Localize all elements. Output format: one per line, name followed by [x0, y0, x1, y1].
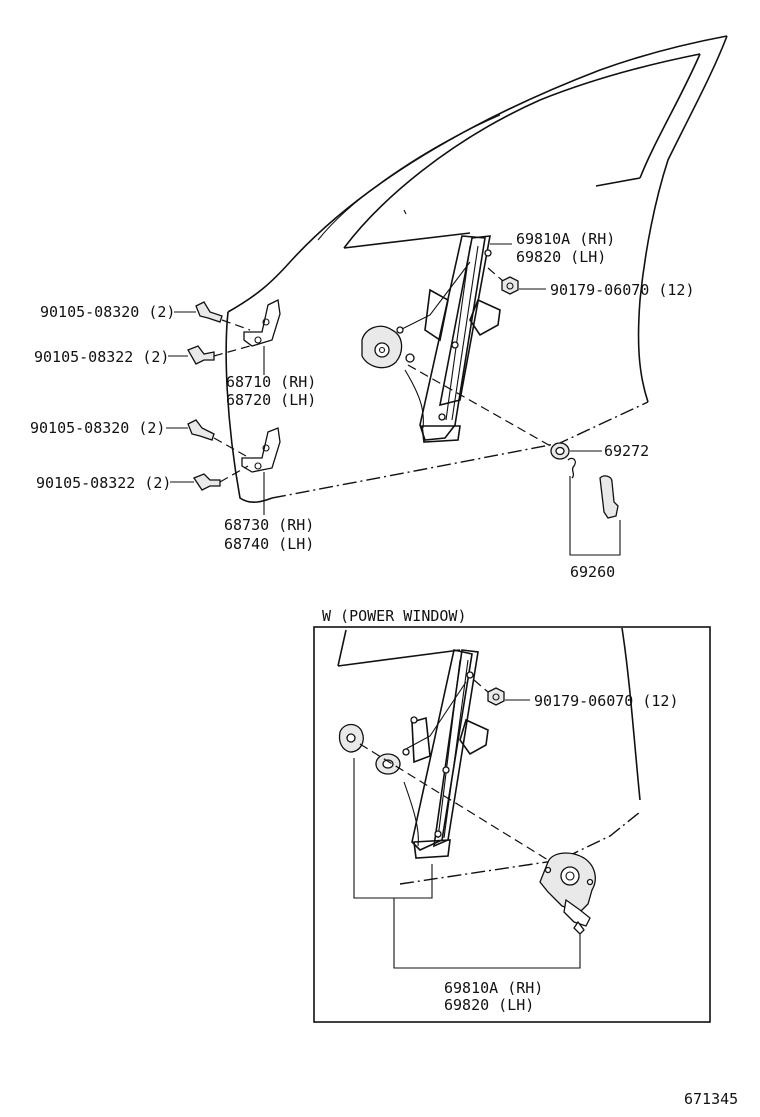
inset-regulator-label-lh: 69820 (LH) — [444, 996, 534, 1014]
lower-hinge-label-lh: 68740 (LH) — [224, 535, 314, 553]
inset-regulator-label-rh: 69810A (RH) — [444, 979, 543, 997]
inset-title: W (POWER WINDOW) — [322, 607, 467, 625]
upper-hinge — [243, 299, 281, 375]
inset-door-outline — [337, 627, 641, 885]
door-outline — [225, 35, 728, 503]
inset-regulator — [338, 649, 489, 859]
bolt-label-4: 90105-08322 (2) — [36, 474, 171, 492]
window-handle — [567, 457, 621, 556]
lower-hinge-label-rh: 68730 (RH) — [224, 516, 314, 534]
handle-label: 69260 — [570, 563, 615, 581]
nut-label: 90179-06070 (12) — [550, 281, 695, 299]
inset-bracket-lines — [353, 758, 581, 969]
bolt-label-2: 90105-08322 (2) — [34, 348, 169, 366]
bolt-label-1: 90105-08320 (2) — [40, 303, 175, 321]
upper-hinge-label-lh: 68720 (LH) — [226, 391, 316, 409]
figure-id: 671345 — [684, 1090, 738, 1108]
upper-hinge-label-rh: 68710 (RH) — [226, 373, 316, 391]
inset-nut-label: 90179-06070 (12) — [534, 692, 679, 710]
bolt-1 — [174, 301, 251, 331]
inset-nut — [473, 679, 530, 706]
bolt-3 — [166, 419, 247, 457]
window-regulator — [361, 235, 501, 443]
bolt-4 — [170, 465, 249, 491]
washer — [550, 442, 602, 460]
bolt-label-3: 90105-08320 (2) — [30, 419, 165, 437]
inset-motor-line — [359, 743, 549, 861]
power-window-motor — [539, 852, 596, 935]
regulator-label-lh: 69820 (LH) — [516, 248, 606, 266]
inset-frame — [313, 626, 711, 1023]
regulator-label-rh: 69810A (RH) — [516, 230, 615, 248]
washer-label: 69272 — [604, 442, 649, 460]
bolt-2 — [168, 345, 251, 365]
nut-upper — [487, 267, 546, 295]
